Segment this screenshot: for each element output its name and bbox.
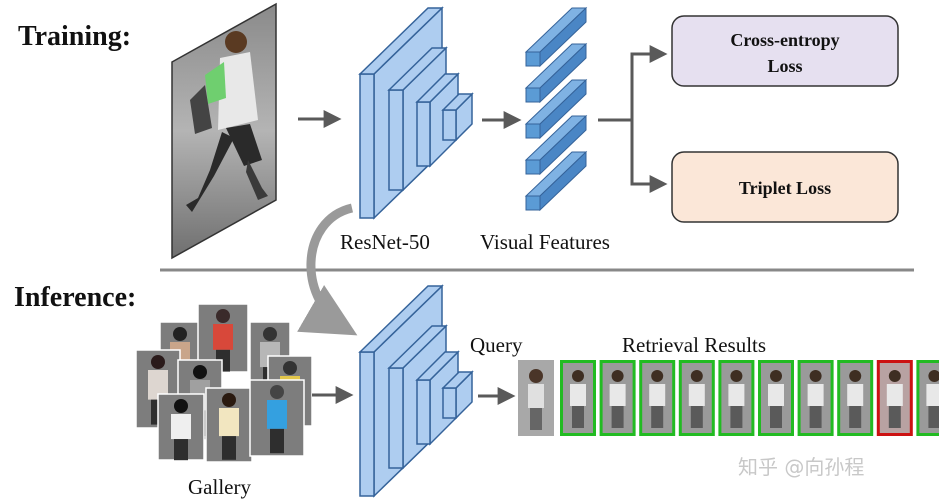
gallery-photo xyxy=(205,387,253,463)
retrieval-result-thumb xyxy=(678,360,715,436)
triplet-loss-label: Triplet Loss xyxy=(739,178,831,198)
loss-branch-arrows xyxy=(598,45,668,193)
query-image xyxy=(518,360,554,436)
visual-features-label: Visual Features xyxy=(480,230,610,254)
cross-entropy-label-line2: Loss xyxy=(767,56,802,76)
retrieval-result-thumb xyxy=(718,360,755,436)
retrieval-result-thumb xyxy=(876,360,913,436)
retrieval-result-thumb xyxy=(639,360,676,436)
triplet-loss-box: Triplet Loss xyxy=(671,151,899,223)
retrieval-results-strip xyxy=(560,360,939,436)
gallery-photo xyxy=(157,393,205,461)
gallery-label: Gallery xyxy=(188,475,251,499)
retrieval-result-thumb xyxy=(837,360,874,436)
retrieval-result-thumb xyxy=(916,360,939,436)
retrieval-results-label: Retrieval Results xyxy=(622,333,766,357)
training-resnet-blocks xyxy=(358,6,474,220)
feature-bar xyxy=(524,6,588,68)
gallery-collage xyxy=(135,303,313,463)
training-person-image xyxy=(171,2,277,260)
resnet-label: ResNet-50 xyxy=(340,230,430,254)
gallery-photo xyxy=(249,379,305,457)
feature-bar xyxy=(524,114,588,176)
retrieval-result-thumb xyxy=(758,360,794,436)
feature-bar xyxy=(524,78,588,140)
inference-resnet-blocks xyxy=(358,284,474,498)
retrieval-result-thumb xyxy=(797,360,834,436)
retrieval-result-thumb xyxy=(599,360,636,436)
watermark-text: 知乎 @向孙程 xyxy=(738,455,864,479)
training-heading: Training: xyxy=(18,21,131,52)
feature-bar xyxy=(524,42,588,104)
cross-entropy-label-line1: Cross-entropy xyxy=(730,30,839,50)
feature-bar xyxy=(524,150,588,212)
retrieval-result-thumb xyxy=(560,360,596,436)
inference-heading: Inference: xyxy=(14,282,136,313)
query-label: Query xyxy=(470,333,523,357)
shared-weights-arrow xyxy=(297,203,358,336)
feature-bars xyxy=(524,6,588,212)
cross-entropy-loss-box: Cross-entropy Loss xyxy=(671,15,899,87)
